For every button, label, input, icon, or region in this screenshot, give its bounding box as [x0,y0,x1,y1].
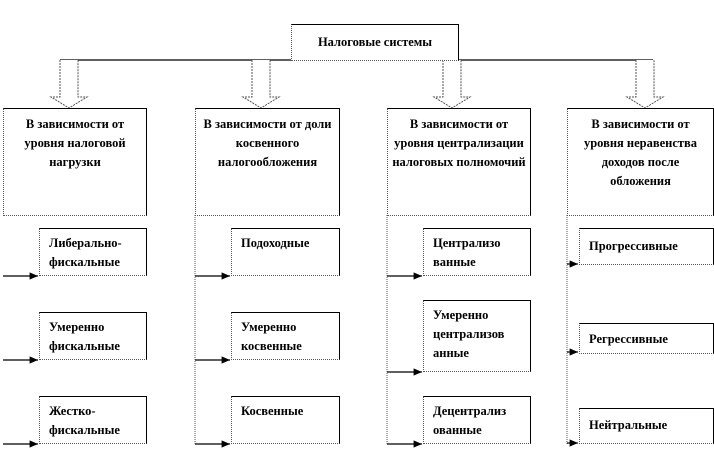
block-arrow-1 [49,60,89,109]
item-node: Нейтральные [579,408,714,444]
item-node: Умеренно косвенные [231,312,340,360]
item-node: Жестко-фискальные [39,396,147,444]
block-arrow-3 [432,60,472,109]
block-arrow-2 [241,60,281,109]
item-node: Централизо ванные [423,228,531,276]
item-node: Либерально-фискальные [39,228,147,276]
category-header-centralization: В зависимости от уровня централизации на… [387,108,531,216]
block-arrow-4 [625,60,665,109]
item-node: Регрессивные [579,323,714,354]
root-node: Налоговые системы [291,24,459,61]
item-node: Децентрализ ованные [423,396,531,444]
item-node: Подоходные [231,228,340,276]
category-header-tax-burden: В зависимости от уровня налоговой нагруз… [3,108,147,216]
category-header-indirect-share: В зависимости от доли косвенного налогоо… [195,108,340,216]
item-node: Косвенные [231,396,340,444]
item-node: Умеренно фискальные [39,312,147,360]
category-header-income-inequality: В зависимости от уровня неравенства дохо… [567,108,714,216]
item-node: Прогрессивные [579,228,714,265]
item-node: Умеренно централизов анные [423,300,531,372]
